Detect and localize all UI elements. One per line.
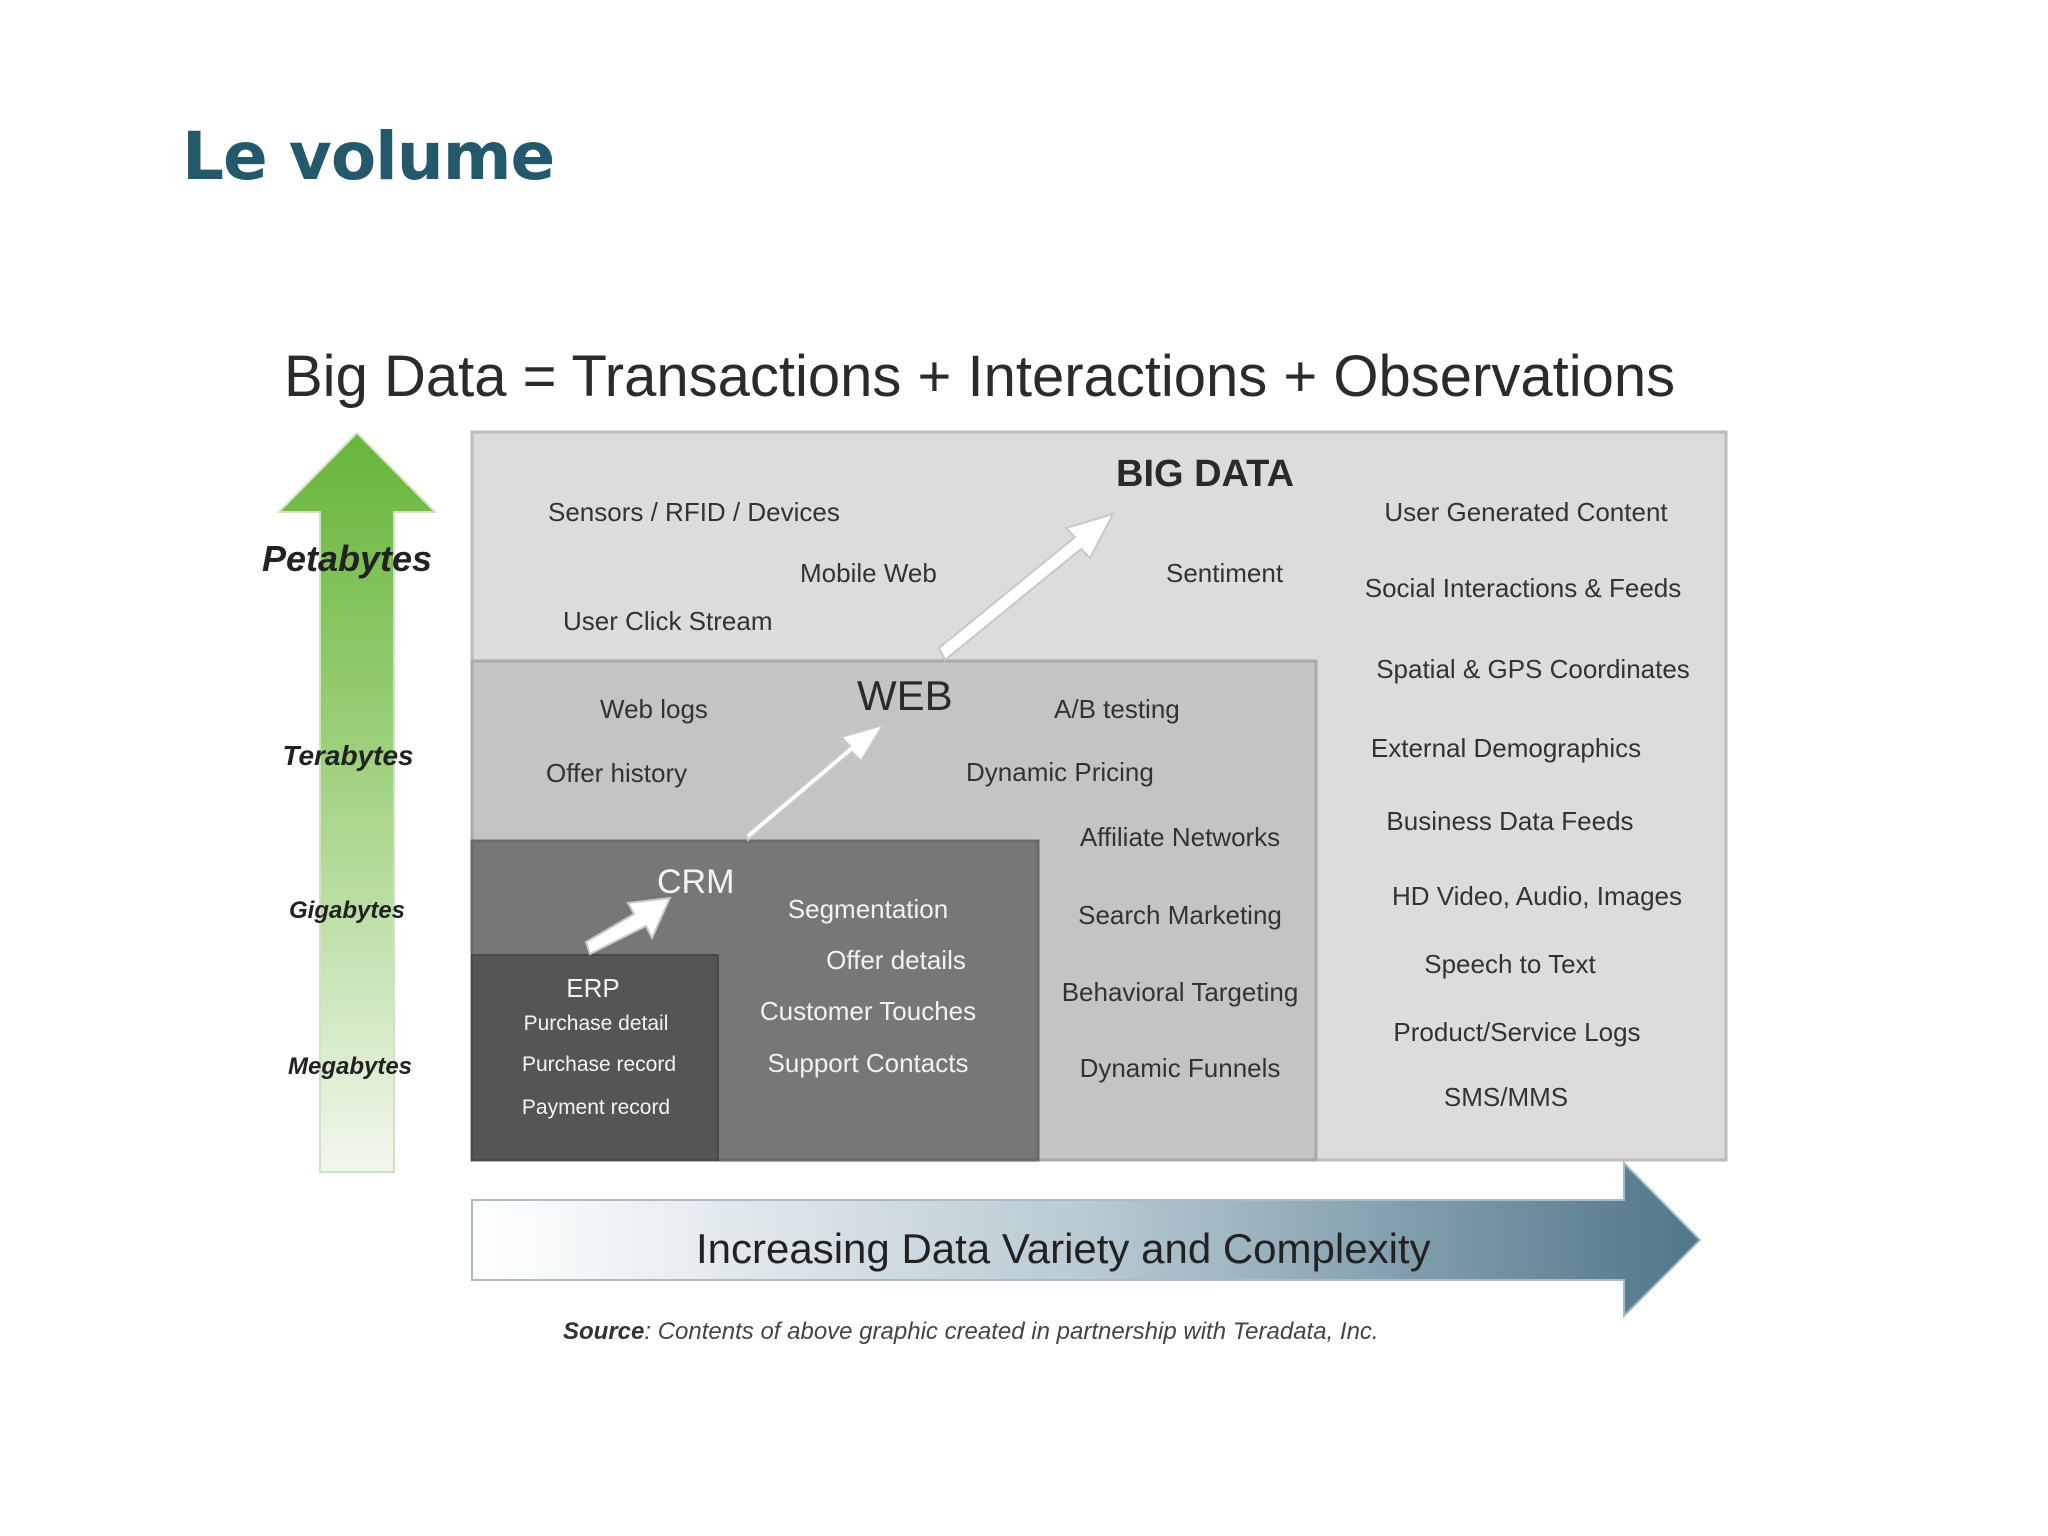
source-label: Source (563, 1318, 645, 1345)
erp-box (471, 954, 719, 1161)
scale-megabytes: Megabytes (287, 1053, 413, 1080)
big-data-item: Sentiment (1166, 558, 1284, 588)
crm-item: Customer Touches (759, 996, 977, 1026)
big-data-source-item: Spatial & GPS Coordinates (1376, 654, 1690, 684)
big-data-heading: BIG DATA (1116, 453, 1295, 495)
big-data-source-item: External Demographics (1370, 733, 1642, 763)
erp-item: Purchase record (521, 1053, 677, 1076)
source-note: Source: Contents of above graphic create… (563, 1318, 1379, 1346)
big-data-source-item: Business Data Feeds (1386, 806, 1634, 836)
web-item: A/B testing (1054, 694, 1180, 724)
big-data-source-item: User Generated Content (1384, 497, 1668, 527)
slide-title: Le volume (182, 118, 555, 195)
crm-arrow (584, 896, 672, 956)
big-data-source-item: Speech to Text (1424, 949, 1596, 979)
crm-item: Support Contacts (767, 1048, 969, 1078)
crm-heading: CRM (657, 863, 735, 901)
scale-petabytes: Petabytes (261, 538, 433, 579)
web-source-item: Behavioral Targeting (1061, 977, 1299, 1007)
scale-terabytes: Terabytes (282, 740, 414, 771)
volume-arrow (276, 431, 438, 1173)
variety-label: Increasing Data Variety and Complexity (696, 1225, 1431, 1272)
big-data-item: Mobile Web (800, 558, 937, 588)
scale-gigabytes: Gigabytes (288, 897, 406, 924)
web-arrow (744, 723, 886, 842)
variety-arrow (471, 1160, 1702, 1319)
web-item: Offer history (546, 758, 688, 788)
web-source-item: Affiliate Networks (1079, 822, 1281, 852)
web-heading: WEB (857, 672, 953, 719)
web-source-item: Dynamic Funnels (1079, 1053, 1281, 1083)
source-text: : Contents of above graphic created in p… (644, 1318, 1379, 1345)
crm-item: Segmentation (787, 894, 949, 924)
big-data-arrow (937, 512, 1115, 662)
crm-item: Offer details (826, 945, 966, 975)
web-source-item: Search Marketing (1078, 900, 1282, 930)
big-data-source-item: Product/Service Logs (1393, 1017, 1641, 1047)
big-data-source-item: HD Video, Audio, Images (1391, 881, 1683, 911)
erp-item: Purchase detail (523, 1012, 669, 1035)
erp-heading: ERP (566, 973, 620, 1003)
web-item: Web logs (600, 694, 708, 724)
diagram-title: Big Data = Transactions + Interactions +… (284, 344, 1676, 409)
big-data-item: Sensors / RFID / Devices (548, 497, 840, 527)
web-item: Dynamic Pricing (966, 757, 1154, 787)
erp-item: Payment record (521, 1096, 671, 1119)
big-data-item: User Click Stream (563, 606, 773, 636)
big-data-source-item: Social Interactions & Feeds (1364, 573, 1682, 603)
big-data-source-item: SMS/MMS (1443, 1082, 1569, 1112)
